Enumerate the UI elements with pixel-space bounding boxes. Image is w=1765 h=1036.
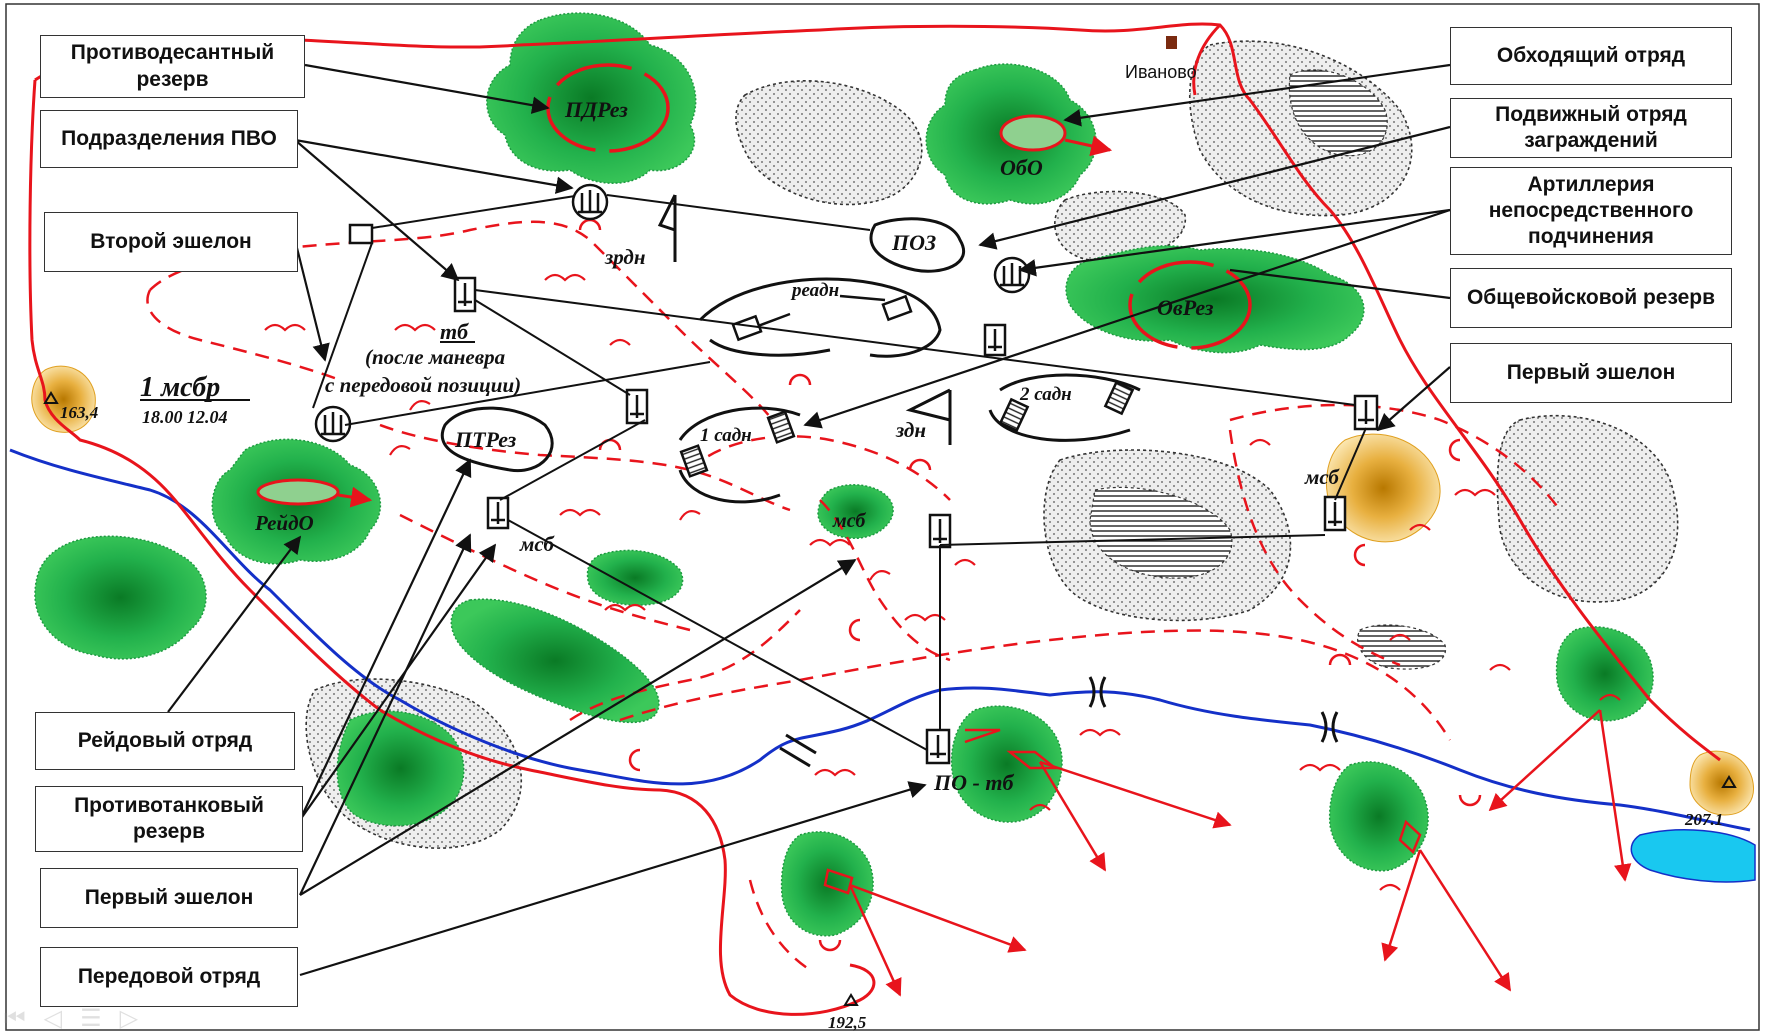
label-brigade-time: 18.00 12.04 — [142, 407, 228, 427]
label-msb-center: мсб — [832, 510, 866, 532]
slide-nav: ⏮ ◁ ☰ ▷ — [4, 1004, 234, 1032]
mobile-units — [256, 114, 1113, 508]
callout-second-echelon: Второй эшелон — [44, 212, 298, 272]
unit-connectors — [312, 194, 1367, 751]
label-obo: ОбО — [1000, 155, 1043, 180]
flag-symbols — [657, 194, 952, 445]
label-brigade: 1 мсбр — [140, 372, 220, 403]
callout-air-defense-units: Подразделения ПВО — [40, 110, 298, 168]
unit-symbols — [314, 183, 1379, 765]
label-pdrez: ПДРез — [564, 97, 628, 122]
unit-outlines — [440, 217, 1141, 504]
callout-forward-detachment: Передовой отряд — [40, 947, 298, 1007]
callout-anti-landing-reserve: Противодесантный резерв — [40, 35, 305, 98]
height-triangles — [43, 391, 1737, 1006]
forest-areas — [34, 12, 1654, 937]
attack-arrows — [823, 709, 1632, 997]
position-marks — [578, 218, 1482, 952]
lake — [1630, 829, 1756, 883]
callout-first-echelon-left: Первый эшелон — [40, 868, 298, 928]
callout-mobile-obstacle-detachment: Подвижный отряд заграждений — [1450, 98, 1732, 158]
nav-next-icon[interactable]: ▷ — [119, 1004, 139, 1032]
callout-combined-arms-reserve: Общевойсковой резерв — [1450, 268, 1732, 328]
map-frame — [5, 3, 1760, 1031]
label-tb-note-1: (после маневра — [365, 345, 505, 369]
callout-direct-support-artillery: Артиллерия непосредственного подчинения — [1450, 167, 1732, 255]
callout-antitank-reserve: Противотанковый резерв — [35, 786, 303, 852]
river — [9, 448, 1751, 832]
nav-menu-icon[interactable]: ☰ — [80, 1004, 102, 1032]
label-poz: ПОЗ — [891, 230, 936, 255]
label-po-tb: ПО - тб — [933, 770, 1014, 795]
label-tb-note-2: с передовой позиции) — [325, 373, 521, 397]
height-areas — [31, 365, 1754, 816]
nav-first-icon[interactable]: ⏮ — [4, 1004, 26, 1032]
hatched-marsh — [1089, 69, 1447, 670]
callout-pointers — [167, 63, 1451, 977]
label-msb-right: мсб — [1304, 465, 1340, 489]
brigade-boundary — [28, 22, 1721, 1016]
label-height-bottom: 192,5 — [828, 1013, 867, 1032]
label-zdn: здн — [895, 418, 926, 442]
callout-first-echelon-right: Первый эшелон — [1450, 343, 1732, 403]
label-ovrez: ОвРез — [1157, 295, 1214, 320]
callout-bypass-detachment: Обходящий отряд — [1450, 27, 1732, 85]
label-sadn-1: 1 садн — [700, 425, 752, 446]
nav-prev-icon[interactable]: ◁ — [43, 1004, 63, 1032]
label-zrdn: зрдн — [604, 245, 646, 269]
callout-raid-detachment: Рейдовый отряд — [35, 712, 295, 770]
label-msb-left: мсб — [519, 532, 555, 556]
label-height-left: 163,4 — [60, 403, 98, 422]
label-reido: РейдО — [254, 511, 314, 535]
defense-lines — [146, 220, 1561, 972]
label-tb: тб — [440, 319, 469, 344]
trench-marks — [264, 273, 1621, 891]
village-marker — [1166, 36, 1177, 49]
label-village: Иваново — [1125, 62, 1197, 82]
label-height-right: 207.1 — [1684, 810, 1723, 829]
bridge-symbols — [779, 676, 1339, 768]
label-ptrez: ПТРез — [454, 427, 517, 452]
label-readn: реадн — [790, 280, 839, 301]
label-sadn-2: 2 садн — [1019, 384, 1072, 405]
